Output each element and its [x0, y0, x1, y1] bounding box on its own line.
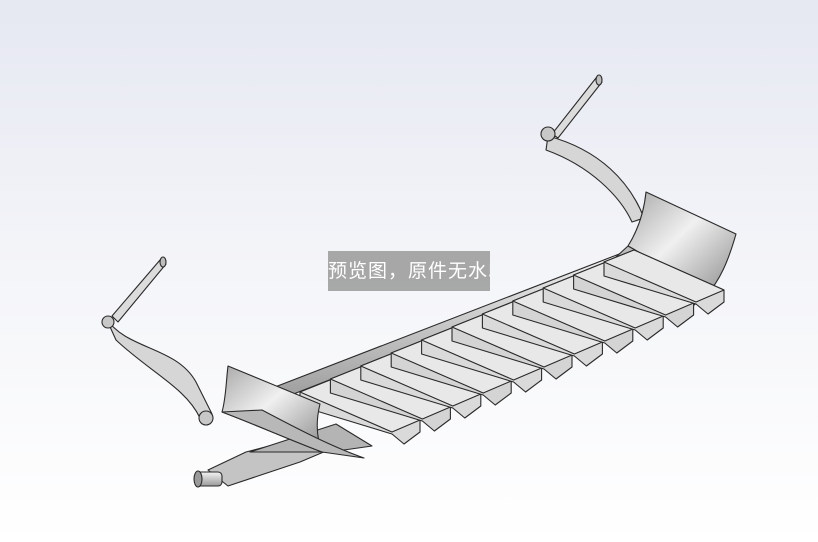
tine-group: [299, 249, 725, 445]
left-pin-end: [159, 256, 167, 268]
right-pin-end: [595, 74, 603, 86]
left-pin: [111, 259, 167, 323]
left-bolt-top: [101, 315, 115, 329]
left-guard-lip: [221, 409, 365, 459]
axle-end: [193, 470, 203, 488]
right-bolt: [540, 126, 556, 142]
tine-face: [603, 249, 725, 303]
left-bolt-bottom: [198, 410, 214, 426]
preview-watermark: 预览图，原件无水印: [328, 251, 490, 291]
left-link-arm: [105, 317, 213, 419]
right-pin: [551, 77, 603, 139]
right-link-arm: [545, 135, 645, 223]
